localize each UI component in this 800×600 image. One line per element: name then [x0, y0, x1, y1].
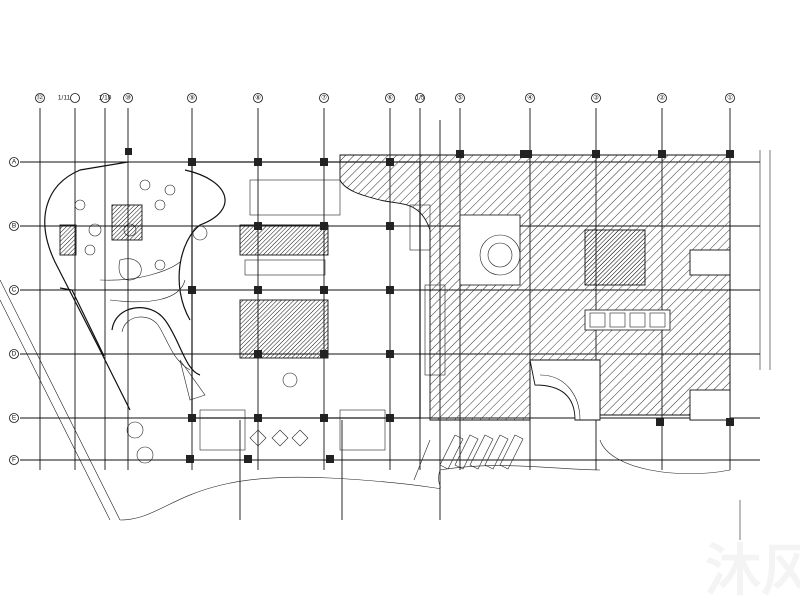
svg-text:⑥: ⑥ — [387, 94, 393, 102]
svg-text:⑩: ⑩ — [125, 94, 131, 102]
watermark-text: 沐风网 — [705, 539, 800, 600]
svg-text:A: A — [12, 159, 17, 166]
svg-text:1/10: 1/10 — [99, 95, 112, 102]
row-axis-bubbles: A B C D E F — [9, 157, 19, 465]
svg-text:1/11: 1/11 — [58, 95, 71, 102]
svg-text:1/5: 1/5 — [415, 95, 424, 102]
svg-text:⑧: ⑧ — [255, 94, 261, 102]
site-boundary — [0, 150, 771, 540]
parking-slots — [413, 434, 524, 481]
svg-text:④: ④ — [527, 94, 533, 102]
structural-columns — [125, 148, 734, 463]
svg-text:⑦: ⑦ — [321, 94, 327, 102]
right-service-block — [339, 154, 731, 421]
svg-text:⑤: ⑤ — [457, 94, 463, 102]
svg-text:E: E — [12, 415, 17, 422]
svg-text:B: B — [12, 223, 16, 230]
svg-text:D: D — [12, 351, 17, 358]
svg-text:③: ③ — [593, 94, 599, 102]
svg-text:C: C — [12, 287, 17, 294]
column-axis-bubbles: ⑫ 1/11 1/10 ⑩ ⑨ ⑧ ⑦ ⑥ 1/5 ⑤ ④ ③ ② ① — [35, 93, 735, 103]
svg-text:②: ② — [659, 94, 665, 102]
svg-text:F: F — [12, 457, 16, 464]
svg-text:①: ① — [727, 94, 733, 102]
svg-text:⑨: ⑨ — [189, 94, 195, 102]
left-wing — [44, 161, 226, 464]
svg-text:⑫: ⑫ — [37, 94, 44, 102]
